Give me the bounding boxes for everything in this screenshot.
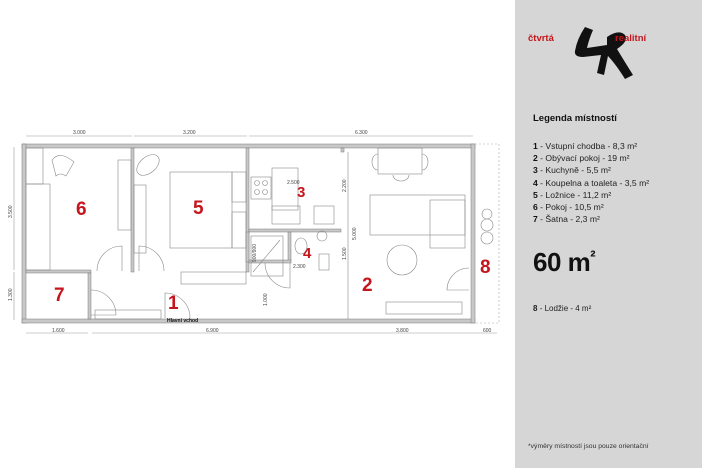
- legend-item: 7 - Šatna - 2,3 m²: [533, 213, 649, 225]
- dim-top-3: 6.300: [355, 130, 368, 136]
- dim-shower: 900/900: [252, 243, 258, 262]
- legend-list: 1 - Vstupní chodba - 8,3 m² 2 - Obývací …: [533, 140, 649, 225]
- legend-item-number: 7: [533, 214, 538, 225]
- brand-name-right: realitní: [615, 33, 647, 44]
- room-number-4: 4: [303, 245, 312, 262]
- dim-bottom-2: 6.900: [206, 328, 219, 334]
- room-number-1: 1: [168, 293, 179, 314]
- brand-logo-icon: [574, 27, 633, 79]
- dim-top-1: 3.000: [73, 130, 86, 136]
- total-area-unit-sup: ²: [590, 249, 596, 266]
- dim-hall-height: 1.000: [263, 293, 269, 306]
- dim-bottom-3: 3.800: [396, 328, 409, 334]
- dim-kitchen-height: 2.200: [342, 179, 348, 192]
- legend-extra-item: 8 - Lodžie - 4 m²: [533, 304, 591, 313]
- legend-item-label: - Kuchyně - 5,5 m²: [540, 165, 611, 176]
- room-number-5: 5: [193, 198, 204, 219]
- legend-item-number: 5: [533, 189, 538, 200]
- dim-top-2: 3.200: [183, 130, 196, 136]
- dim-left-1: 3.500: [8, 205, 14, 218]
- room-number-7: 7: [54, 285, 65, 306]
- legend-item-label: - Vstupní chodba - 8,3 m²: [540, 141, 638, 151]
- dim-bottom-1: 1.600: [52, 328, 65, 334]
- brand-name-left: čtvrtá: [528, 33, 554, 44]
- room-number-3: 3: [297, 184, 306, 201]
- room-number-6: 6: [76, 199, 87, 220]
- dim-living-height: 5.000: [352, 227, 358, 240]
- legend-item-label: - Šatna - 2,3 m²: [540, 214, 600, 225]
- legend-item-label: - Pokoj - 10,5 m²: [540, 201, 604, 212]
- legend-panel: čtvrtá realitní Legenda místností 1 - Vs…: [515, 0, 702, 468]
- total-area-value: 60 m: [533, 247, 591, 277]
- legend-item: 5 - Ložnice - 11,2 m²: [533, 189, 649, 201]
- total-area: 60 m²: [533, 247, 596, 278]
- floor-plan: 1 2 3 4 5 6 7 8 Hlavní vchod 3.000 3.200…: [8, 130, 500, 334]
- dim-bath-height: 1.500: [342, 247, 348, 260]
- room-number-8: 8: [480, 257, 491, 278]
- legend-item-number: 6: [533, 201, 538, 212]
- floor-plan-drawing: [13, 135, 500, 334]
- dim-bath-width: 2.300: [293, 264, 306, 270]
- legend-item: 6 - Pokoj - 10,5 m²: [533, 201, 649, 213]
- legend-item-label: - Ložnice - 11,2 m²: [540, 189, 612, 200]
- legend-extra-number: 8: [533, 304, 538, 313]
- legend-item: 2 - Obývací pokoj - 19 m²: [533, 152, 649, 164]
- room-number-2: 2: [362, 275, 373, 296]
- dim-left-2: 1.300: [8, 288, 14, 301]
- disclaimer-note: *výměry místností jsou pouze orientační: [528, 443, 649, 450]
- legend-item: 4 - Koupelna a toaleta - 3,5 m²: [533, 177, 649, 189]
- legend-extra-label: - Lodžie - 4 m²: [539, 304, 592, 313]
- legend-item-label: - Obývací pokoj - 19 m²: [540, 153, 630, 164]
- legend-item-label: - Koupelna a toaleta - 3,5 m²: [540, 177, 650, 188]
- dim-bottom-4: 600: [483, 328, 492, 334]
- main-entry-label: Hlavní vchod: [167, 318, 199, 324]
- legend-item-number: 3: [533, 165, 538, 176]
- legend-item: 3 - Kuchyně - 5,5 m²: [533, 164, 649, 176]
- legend-title: Legenda místností: [533, 113, 617, 124]
- legend-item-number: 1: [533, 141, 538, 151]
- dim-kitchen-width: 2.500: [287, 180, 300, 186]
- legend-item: 1 - Vstupní chodba - 8,3 m²: [533, 140, 649, 152]
- legend-item-number: 4: [533, 177, 538, 188]
- legend-item-number: 2: [533, 153, 538, 164]
